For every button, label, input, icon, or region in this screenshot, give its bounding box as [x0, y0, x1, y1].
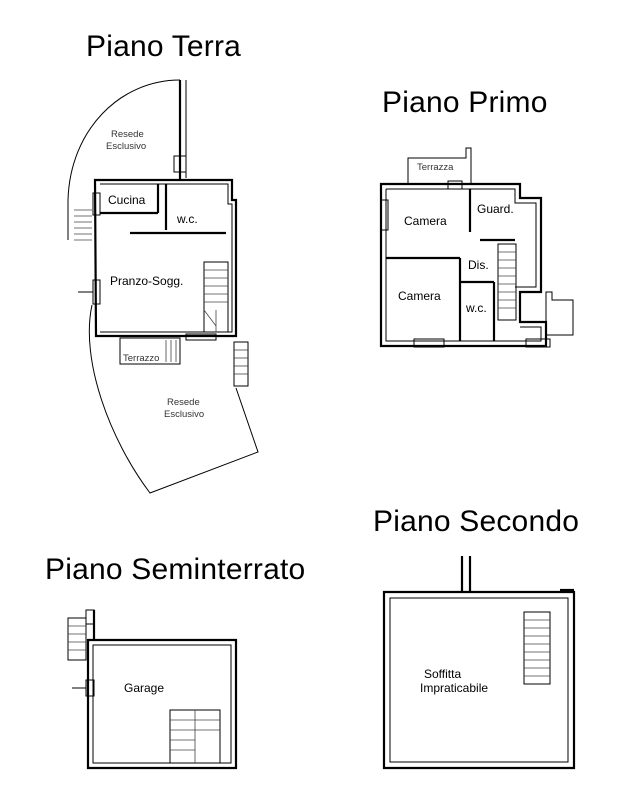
label-pranzo-sogg: Pranzo-Sogg.: [110, 274, 183, 288]
second-floor-plan: [382, 556, 576, 770]
ground-top-resede-boundary: [67, 79, 181, 240]
ground-window-cucina: [92, 192, 101, 216]
basement-internal-stairs: [169, 709, 221, 764]
label-resede-bottom-2: Esclusivo: [164, 409, 204, 420]
first-outline-inner-bottom: [385, 189, 542, 342]
label-terrazzo: Terrazzo: [123, 353, 159, 364]
label-soffitta: Soffitta: [424, 667, 461, 681]
ground-building-outline: [93, 178, 238, 338]
first-internal-stairs: [497, 243, 517, 321]
first-window-left: [380, 199, 389, 231]
ground-door-top: [173, 155, 187, 173]
title-piano-secondo: Piano Secondo: [373, 505, 580, 538]
ground-floor-plan: [67, 79, 259, 494]
first-outline-inner-top: [386, 188, 537, 288]
label-resede-top-2: Esclusivo: [106, 141, 146, 152]
label-impraticabile: Impraticabile: [420, 681, 488, 695]
first-door-terrazza: [447, 180, 463, 190]
title-piano-terra: Piano Terra: [86, 30, 242, 63]
ground-door-bottom: [185, 333, 217, 341]
basement-building-outline: [86, 638, 238, 770]
label-camera-bottom: Camera: [398, 289, 441, 303]
label-dis: Dis.: [468, 258, 489, 272]
first-window-right-bottom: [525, 338, 551, 348]
ground-left-step-marks: [74, 209, 92, 241]
label-guard: Guard.: [477, 202, 514, 216]
label-resede-top-1: Resede: [111, 129, 144, 140]
second-outline-inner: [389, 597, 569, 763]
title-piano-primo: Piano Primo: [382, 86, 548, 119]
basement-exterior-stairs: [67, 617, 87, 661]
label-garage: Garage: [124, 681, 164, 695]
first-building-outline: [379, 182, 548, 348]
basement-outline-inner: [92, 644, 232, 764]
first-right-annex: [545, 291, 574, 336]
label-resede-bottom-1: Resede: [167, 397, 200, 408]
first-terrazza-outline: [407, 147, 472, 184]
second-stairs: [523, 611, 551, 685]
title-piano-seminterrato: Piano Seminterrato: [45, 553, 306, 586]
ground-terrazzo: [119, 337, 181, 365]
basement-floor-plan: [67, 609, 238, 770]
label-ground-wc: w.c.: [176, 212, 198, 226]
ground-right-exterior-stairs: [233, 341, 249, 387]
second-building-outline: [382, 590, 576, 770]
first-window-camera-bottom: [413, 338, 445, 348]
ground-terrazzo-steps: [165, 340, 177, 362]
label-terrazza: Terrazza: [417, 162, 454, 173]
first-floor-plan: [379, 147, 574, 348]
label-first-wc: w.c.: [465, 301, 487, 315]
ground-bottom-resede-boundary: [88, 304, 259, 494]
ground-internal-stairs: [203, 261, 229, 333]
basement-top-door: [85, 609, 95, 625]
label-cucina: Cucina: [108, 193, 146, 207]
label-camera-top: Camera: [404, 214, 447, 228]
